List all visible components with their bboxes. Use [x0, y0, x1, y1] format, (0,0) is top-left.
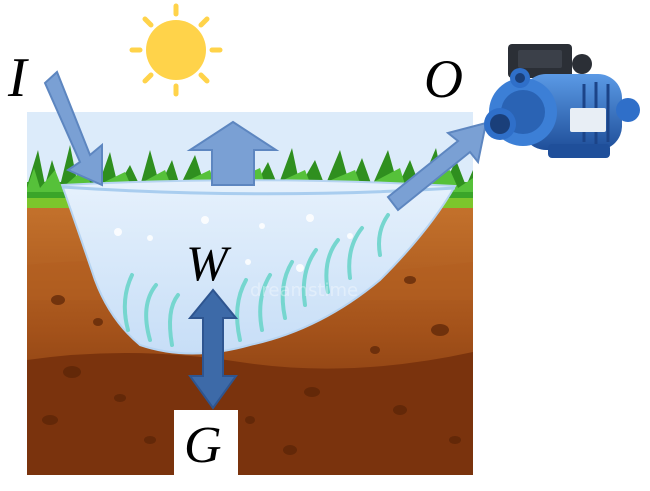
inflow-arrow-icon	[43, 70, 103, 187]
watermark: dreamstime	[250, 280, 358, 301]
evaporation-arrow-icon	[186, 120, 280, 186]
exchange-arrow-icon	[187, 288, 239, 410]
pond-water	[60, 179, 457, 355]
water-storage-label: W	[186, 235, 228, 291]
outflow-label: O	[424, 49, 463, 109]
groundwater-label: G	[184, 417, 222, 474]
water-pump-icon	[484, 44, 640, 158]
sun-icon	[129, 3, 223, 97]
g-label-panel	[174, 410, 238, 480]
outflow-arrow-icon	[386, 121, 488, 212]
inflow-label: I	[8, 47, 27, 109]
water-bubbles	[114, 214, 353, 272]
aquatic-plants	[122, 213, 390, 347]
